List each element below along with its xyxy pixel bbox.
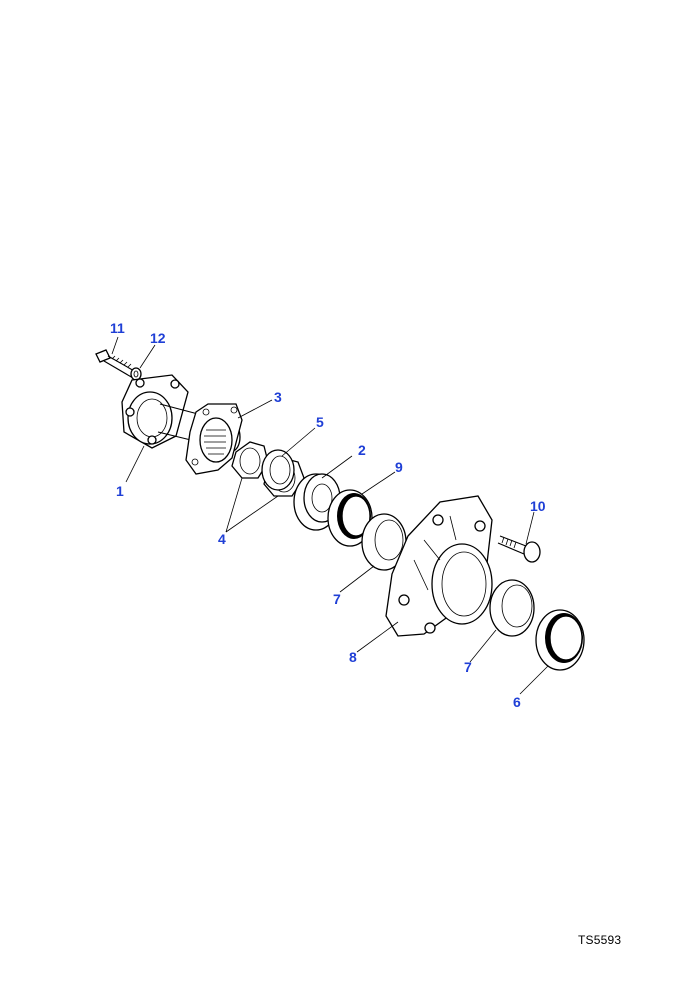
- part-3-spacer-plate: [185, 403, 243, 475]
- callout-11: 11: [110, 320, 125, 336]
- callout-9: 9: [395, 459, 403, 475]
- part-5-lock-washer: [261, 449, 295, 491]
- part-12-washer: [130, 367, 142, 381]
- callout-6: 6: [513, 694, 521, 710]
- part-6-oil-seal: [535, 609, 585, 671]
- callout-4: 4: [218, 531, 226, 547]
- callout-8: 8: [349, 649, 357, 665]
- reference-code: TS5593: [578, 933, 622, 947]
- callout-2: 2: [358, 442, 366, 458]
- part-7-bearing-cup-inner: [361, 513, 407, 571]
- part-9-bearing-cup: [327, 489, 373, 547]
- part-8-hub: [385, 495, 493, 637]
- part-11-bolt: [95, 349, 137, 379]
- part-7-bearing-cup-outer: [489, 579, 535, 637]
- callout-1: 1: [116, 483, 124, 499]
- part-4-locknut-a: [231, 441, 269, 479]
- leader-lines: [111, 336, 549, 695]
- part-10-wheel-stud: [497, 535, 541, 563]
- callout-10: 10: [530, 498, 546, 514]
- callout-7-right: 7: [464, 659, 472, 675]
- callout-5: 5: [316, 414, 324, 430]
- callout-3: 3: [274, 389, 282, 405]
- callout-12: 12: [150, 330, 166, 346]
- callout-7-left: 7: [333, 591, 341, 607]
